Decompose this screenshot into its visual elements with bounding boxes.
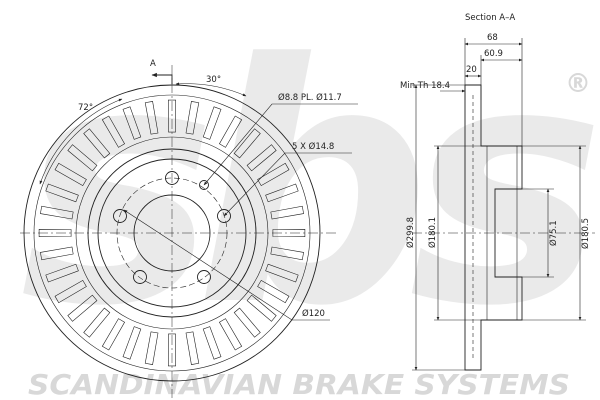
dim-180-1: Ø180.1: [427, 217, 438, 248]
min-thickness: Min Th 18.4: [400, 81, 450, 91]
disc-outer-edge: [23, 84, 321, 382]
cooling-vane: [202, 326, 222, 360]
dim-68: 68: [487, 33, 498, 43]
cooling-vane: [218, 318, 243, 351]
angle-arc-30: [175, 82, 247, 97]
vent-outer-circle: [33, 94, 311, 372]
cooling-vane: [257, 162, 290, 187]
callout-pcd: Ø120: [302, 308, 325, 319]
cooling-vane: [40, 205, 74, 220]
angle-arc-72: [39, 98, 123, 185]
cooling-vane: [265, 183, 299, 203]
cooling-vane: [167, 333, 177, 367]
dim-75-1: Ø75.1: [548, 220, 559, 246]
cooling-vane: [101, 318, 126, 351]
bolt-hole: [113, 209, 127, 223]
cooling-vane: [218, 115, 243, 148]
hat-outer-circle: [87, 148, 257, 318]
cooling-vane: [144, 331, 159, 365]
cooling-vane: [67, 294, 98, 322]
section-title: Section A–A: [465, 13, 515, 23]
locating-pin-hole: [199, 180, 209, 190]
cooling-vane: [83, 307, 111, 338]
cooling-vane: [122, 106, 142, 140]
center-bore: [133, 194, 211, 272]
cooling-vane: [122, 326, 142, 360]
cooling-vane: [185, 101, 200, 135]
bolt-hole: [197, 270, 211, 284]
bolt-hole: [165, 171, 179, 185]
bolt-hole: [133, 270, 147, 284]
cooling-vane: [246, 144, 277, 172]
cooling-vane: [202, 106, 222, 140]
dim-60-9: 60.9: [484, 49, 503, 59]
cooling-vane: [272, 228, 306, 238]
front-view: A 72° 30° Ø8.8 PL. Ø11.7 5 X Ø14.8 Ø120: [20, 59, 358, 398]
cooling-vane: [265, 263, 299, 283]
section-marker-line: [151, 72, 173, 84]
cooling-vane: [257, 279, 290, 304]
cooling-vane: [54, 279, 87, 304]
dim-180-5: Ø180.5: [580, 218, 591, 249]
callout-pitch-holes: Ø8.8 PL. Ø11.7: [278, 92, 342, 103]
vent-inner-circle: [75, 136, 269, 330]
dim-299-8: Ø299.8: [405, 217, 416, 248]
dim-20: 20: [466, 65, 477, 75]
section-view: Section A–A 68 60.9 20 Min Th 18.4 Ø299.…: [400, 13, 595, 371]
cooling-vane: [45, 263, 79, 283]
cooling-vane: [40, 246, 74, 261]
angle-label-30: 30°: [206, 75, 221, 85]
bolt-hole: [217, 209, 231, 223]
cooling-vane: [185, 331, 200, 365]
section-marker-label: A: [150, 59, 156, 69]
cooling-vane: [270, 205, 304, 220]
cooling-vane: [233, 128, 261, 159]
pitch-circle: [116, 177, 228, 289]
bolt-holes: [113, 171, 231, 284]
leader-pcd: [123, 209, 330, 321]
cooling-vane: [246, 294, 277, 322]
cooling-vane: [144, 101, 159, 135]
watermark-registered: ®: [565, 69, 591, 99]
callout-bolt-holes: 5 X Ø14.8: [292, 141, 334, 152]
cooling-vane: [270, 246, 304, 261]
angle-label-72: 72°: [78, 103, 93, 113]
cooling-vane: [38, 228, 72, 238]
cooling-vane: [167, 99, 177, 133]
hat-inner-circle: [97, 158, 247, 308]
leader-bolt-holes: [223, 152, 352, 217]
watermark-tagline: SCANDINAVIAN BRAKE SYSTEMS: [28, 368, 570, 400]
cooling-vane: [233, 307, 261, 338]
leader-pitch-hole: [203, 103, 358, 186]
